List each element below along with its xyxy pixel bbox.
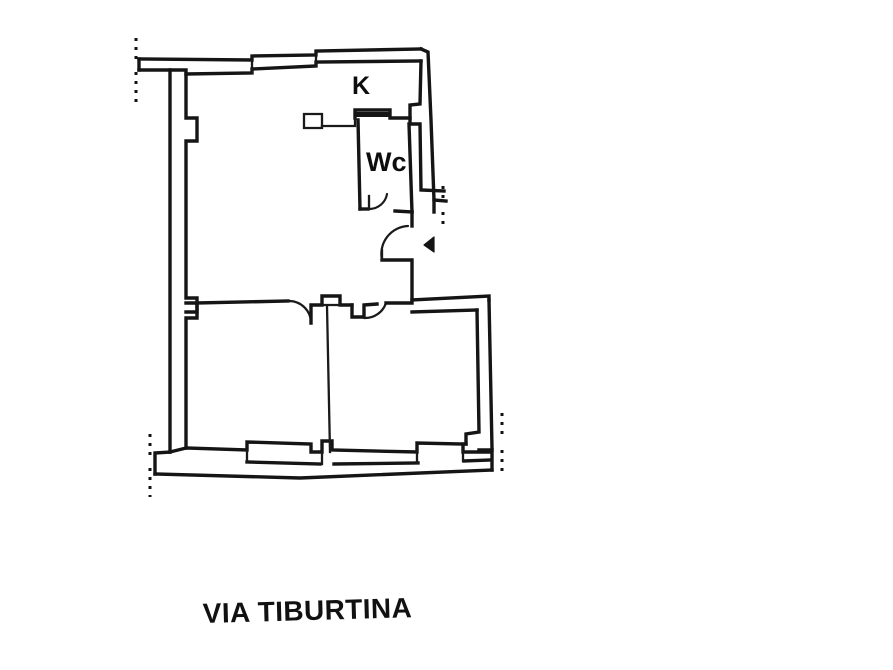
hallway-walls	[380, 210, 435, 302]
wall-top-inner	[137, 59, 423, 76]
interior-wall-middle	[184, 294, 414, 325]
exterior-wall-right-lower	[410, 294, 494, 472]
wall-right-outer-upper	[418, 46, 448, 203]
exterior-wall-right-upper	[408, 46, 448, 214]
wall-hall-bottom	[380, 258, 414, 302]
kitchen-fixture-box	[302, 112, 324, 130]
wall-bottom-left-return	[153, 450, 172, 476]
door-swing-entry	[380, 224, 410, 262]
door-swing-wc	[367, 192, 389, 211]
wall-bottom-outer	[153, 468, 494, 480]
window-sill-bottom-2	[332, 461, 420, 466]
wall-kitchen-connector	[320, 116, 357, 128]
exterior-wall-top	[137, 47, 423, 76]
exterior-wall-bottom	[153, 439, 494, 480]
wall-wc-right	[407, 122, 414, 214]
wall-bottom-left-cap	[167, 445, 189, 455]
kitchen-counter-block	[355, 112, 391, 117]
wall-right-inner-upper	[408, 59, 446, 193]
room-label-bathroom: Wc	[366, 147, 407, 177]
interior-wall-central	[325, 304, 332, 454]
bathroom-walls	[356, 118, 414, 214]
wall-bottom-inner	[184, 439, 491, 454]
wall-left-inner	[184, 72, 199, 450]
wall-middle-left-span	[195, 299, 290, 305]
wall-rightwing-top-outer	[410, 294, 491, 302]
wall-middle-left-niche	[184, 301, 199, 314]
kitchen-partition	[302, 108, 412, 130]
window-sill-bottom-3	[462, 458, 492, 463]
door-direction-triangle-icon	[423, 236, 435, 253]
window-sill-bottom-1	[245, 460, 322, 466]
wall-rightwing-inner	[464, 308, 481, 446]
boundary-axis-lines	[134, 38, 504, 497]
exterior-wall-left	[168, 68, 199, 454]
room-label-kitchen: K	[352, 72, 370, 100]
wall-middle-center-jamb	[309, 294, 354, 325]
wall-wc-bottom-right	[393, 209, 414, 214]
street-name-label: VIA TIBURTINA	[202, 592, 412, 629]
wall-between-bedrooms	[325, 304, 332, 454]
wall-middle-right-notch	[350, 302, 379, 319]
wall-wc-left	[356, 118, 362, 211]
door-swing-bedroom-right	[362, 301, 388, 320]
wall-rightwing-top-inner	[410, 308, 479, 314]
door-swing-bedroom-left	[287, 299, 313, 325]
wall-rightwing-outer	[487, 298, 494, 472]
wall-top-outer	[137, 47, 423, 62]
